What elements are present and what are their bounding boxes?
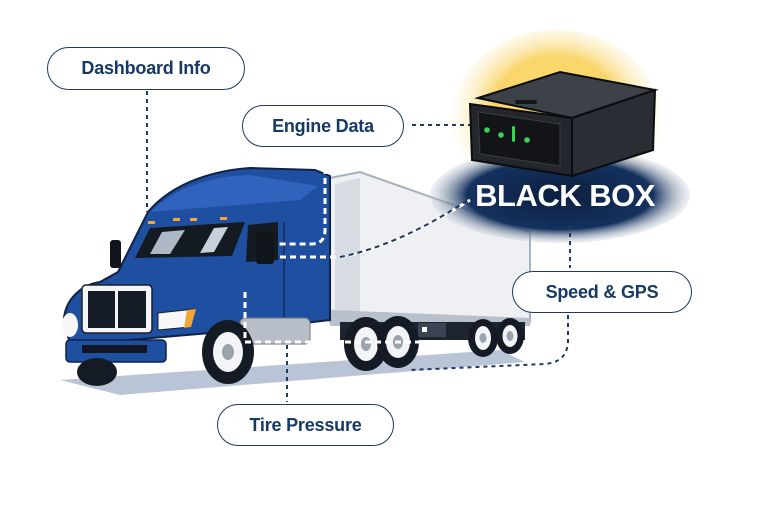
trailer-wheels: [468, 318, 524, 357]
truck-cab: [62, 166, 331, 363]
black-box-label: BLACK BOX: [475, 178, 655, 213]
connector-speed: [409, 315, 569, 371]
callout-dashboard-info: Dashboard Info: [47, 47, 245, 90]
wheel: [496, 318, 524, 354]
black-box-device: [430, 30, 690, 243]
status-led-icon: [484, 126, 530, 143]
wheel: [468, 319, 498, 357]
wheel: [202, 320, 254, 384]
connector-engine: [278, 148, 327, 246]
wheel: [344, 317, 388, 371]
callout-speed-gps: Speed & GPS: [512, 271, 692, 313]
callout-tire-pressure: Tire Pressure: [217, 404, 394, 446]
connector-lines: [146, 91, 571, 402]
callout-engine-data: Engine Data: [242, 105, 404, 147]
wheel: [77, 358, 117, 386]
